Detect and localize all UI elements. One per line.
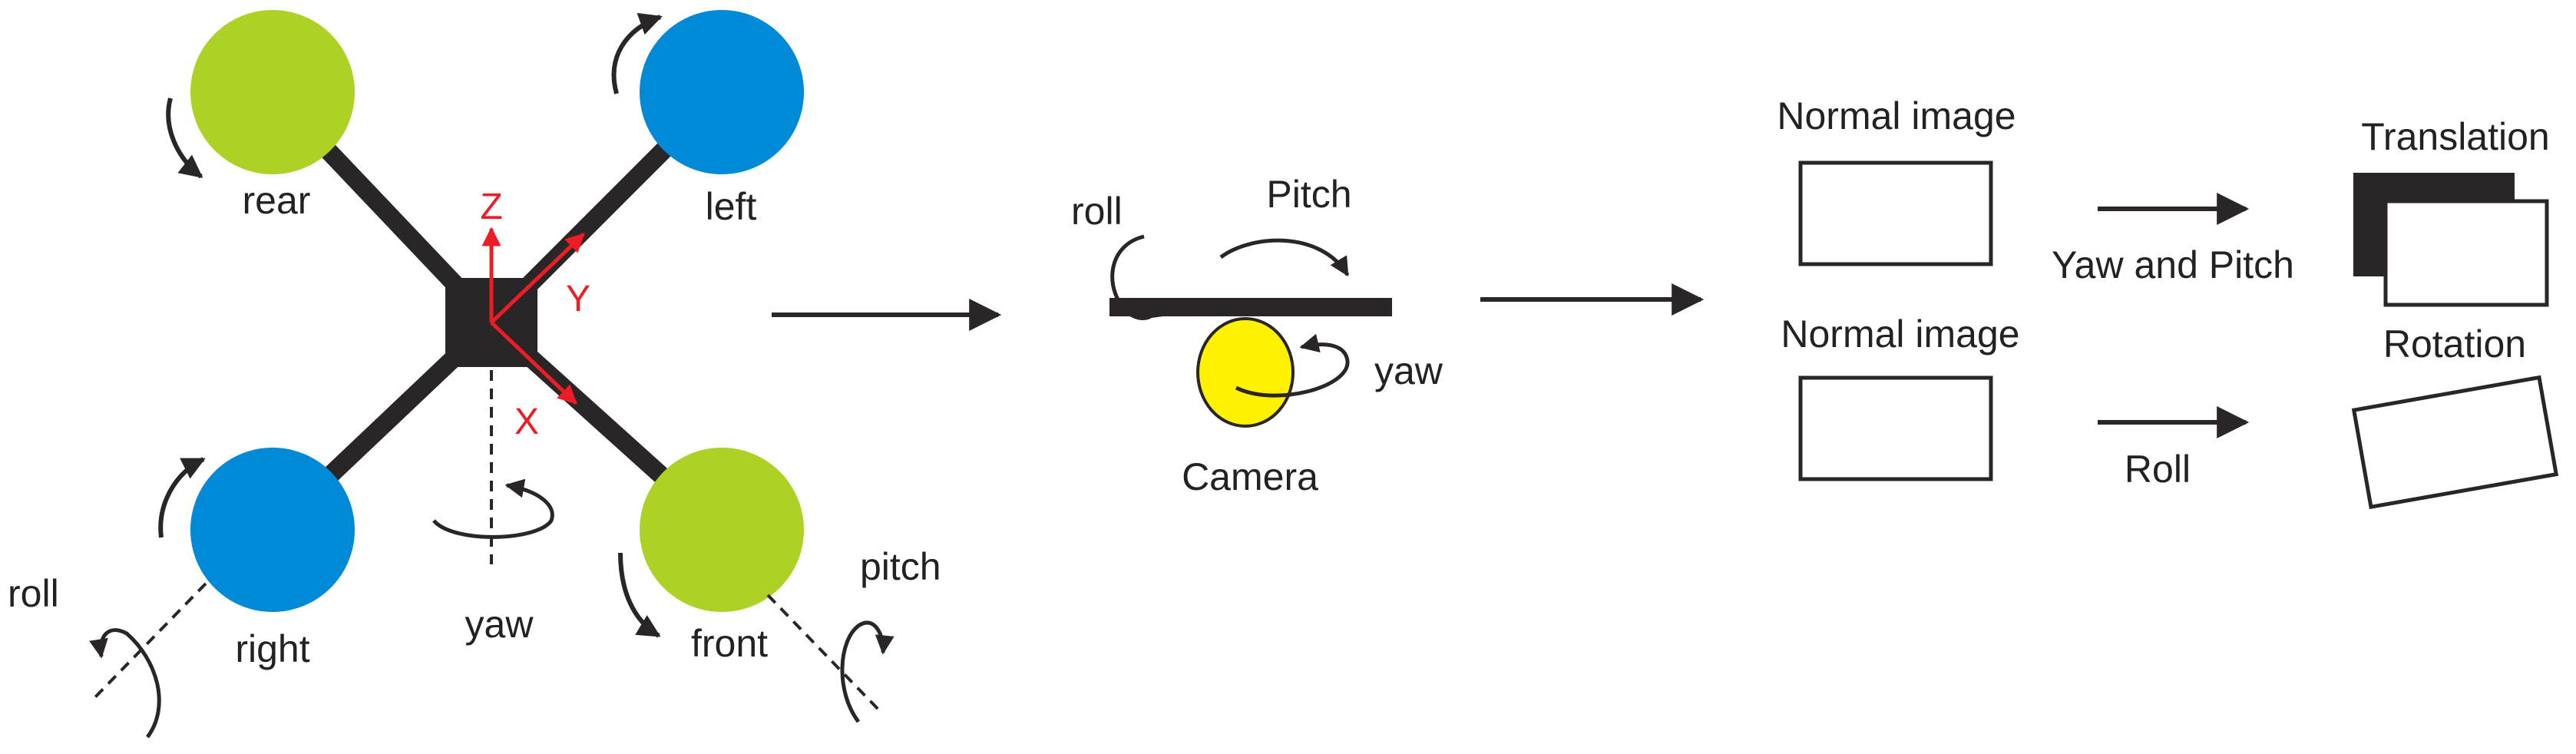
motor-label-left: left	[706, 185, 757, 228]
translation-frame-original	[2383, 199, 2549, 307]
motor-right	[190, 448, 355, 612]
yaw-and-pitch-label: Yaw and Pitch	[2052, 243, 2294, 286]
roll-effect-label: Roll	[2125, 448, 2191, 491]
normal-image-top-frame	[1798, 160, 1993, 266]
motor-label-front: front	[691, 622, 768, 665]
pitch-axis-dashed	[766, 594, 881, 712]
camera-panel: Camera roll Pitch yaw	[1071, 173, 1443, 498]
camera-roll-label: roll	[1071, 190, 1123, 233]
normal-image-top-label: Normal image	[1777, 94, 2015, 137]
normal-image-bottom-label: Normal image	[1781, 313, 2019, 356]
spin-arrow-left-icon	[611, 12, 663, 94]
motor-label-rear: rear	[243, 179, 311, 222]
pitch-rotation-icon	[840, 620, 894, 723]
spin-arrow-right-icon	[158, 457, 206, 538]
roll-axis-dashed	[91, 582, 207, 702]
axis-label-x: X	[514, 402, 539, 442]
roll-rotation-icon	[89, 628, 161, 739]
motor-front	[640, 448, 804, 612]
camera-pitch-label: Pitch	[1266, 173, 1351, 216]
camera-label: Camera	[1182, 455, 1318, 498]
camera-yaw-icon	[1235, 333, 1350, 398]
yaw-rotation-icon	[432, 478, 554, 539]
motor-rear	[190, 10, 355, 174]
axis-label-z: Z	[480, 187, 502, 227]
camera-yaw-label: yaw	[1374, 349, 1443, 392]
effects-panel: Normal image Yaw and Pitch Translation N…	[1777, 94, 2559, 510]
camera-pitch-icon	[1219, 238, 1350, 277]
pitch-label: pitch	[860, 545, 941, 588]
spin-arrow-front-icon	[618, 552, 661, 638]
axis-label-y: Y	[566, 279, 590, 319]
roll-label: roll	[8, 572, 59, 615]
motor-left	[640, 10, 804, 174]
spin-arrow-rear-icon	[166, 98, 203, 179]
translation-label: Translation	[2361, 115, 2549, 158]
rotation-frame	[2351, 375, 2559, 510]
motor-label-right: right	[235, 627, 309, 670]
camera-lens	[1196, 317, 1295, 428]
body-axes: Z Y X	[480, 187, 590, 442]
y-axis	[490, 233, 585, 324]
yaw-label: yaw	[465, 603, 534, 646]
normal-image-bottom-frame	[1798, 375, 1993, 481]
rotation-label: Rotation	[2383, 322, 2526, 365]
camera-roll-icon	[1110, 234, 1172, 320]
x-axis	[490, 321, 577, 405]
quadcopter: rear left right front Z Y X yaw roll pit…	[8, 10, 941, 739]
